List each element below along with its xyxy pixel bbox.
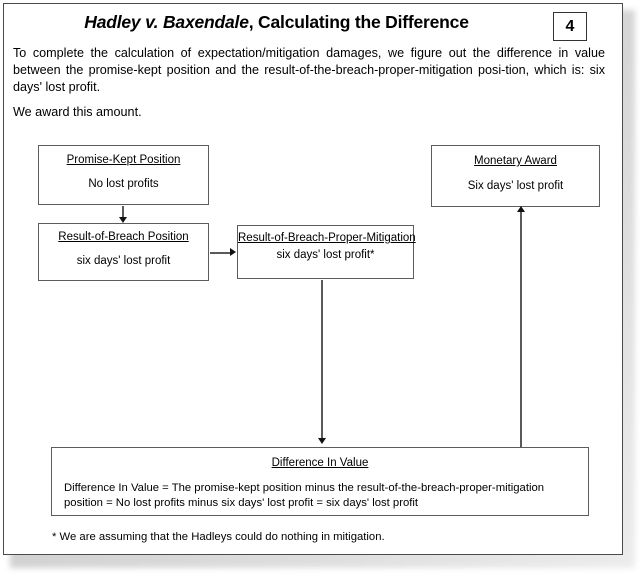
flow-box-difference-in-value-title: Difference In Value [271, 457, 369, 469]
page-title-case-name: Hadley v. Baxendale [84, 12, 249, 32]
flow-box-monetary-award: Monetary Award Six days' lost profit [431, 145, 600, 207]
footnote: * We are assuming that the Hadleys could… [52, 531, 385, 543]
flow-box-promise-kept-body: No lost profits [88, 178, 159, 190]
flow-box-monetary-award-title: Monetary Award [474, 155, 557, 167]
flow-box-proper-mitigation-body: six days' lost profit* [276, 249, 375, 261]
flow-box-difference-in-value-body: Difference In Value = The promise-kept p… [64, 482, 545, 509]
flow-box-monetary-award-body: Six days' lost profit [467, 180, 564, 192]
page-title-rest: , Calculating the Difference [248, 12, 469, 32]
flow-box-result-of-breach-title: Result-of-Breach Position [58, 231, 189, 243]
slide-frame: Hadley v. Baxendale, Calculating the Dif… [3, 3, 623, 555]
award-statement: We award this amount. [13, 105, 142, 119]
arrow-down-icon [318, 438, 326, 444]
arrow-promise-kept-to-result-of-breach-line [122, 206, 124, 218]
flow-box-promise-kept-title: Promise-Kept Position [66, 154, 181, 166]
flow-box-promise-kept: Promise-Kept Position No lost profits [38, 145, 209, 205]
page-title: Hadley v. Baxendale, Calculating the Dif… [4, 12, 549, 33]
arrow-result-of-breach-to-proper-mitigation-line [210, 252, 231, 254]
flow-box-result-of-breach-body: six days' lost profit [76, 255, 171, 267]
flow-box-proper-mitigation-title: Result-of-Breach-Proper-Mitigation [238, 232, 416, 244]
arrow-right-icon [230, 248, 236, 256]
flow-box-difference-in-value: Difference In Value Difference In Value … [51, 447, 589, 516]
arrow-up-icon [517, 206, 525, 212]
slide-content-area: Hadley v. Baxendale, Calculating the Dif… [4, 4, 622, 554]
arrow-down-icon [119, 217, 127, 223]
flow-box-proper-mitigation: Result-of-Breach-Proper-Mitigation six d… [237, 225, 416, 279]
arrow-difference-in-value-to-monetary-award-line [520, 211, 522, 447]
page-number-badge: 4 [553, 12, 587, 41]
arrow-proper-mitigation-to-difference-in-value-line [321, 280, 323, 440]
intro-paragraph: To complete the calculation of expectati… [13, 46, 605, 94]
flow-box-result-of-breach: Result-of-Breach Position six days' lost… [38, 223, 209, 281]
